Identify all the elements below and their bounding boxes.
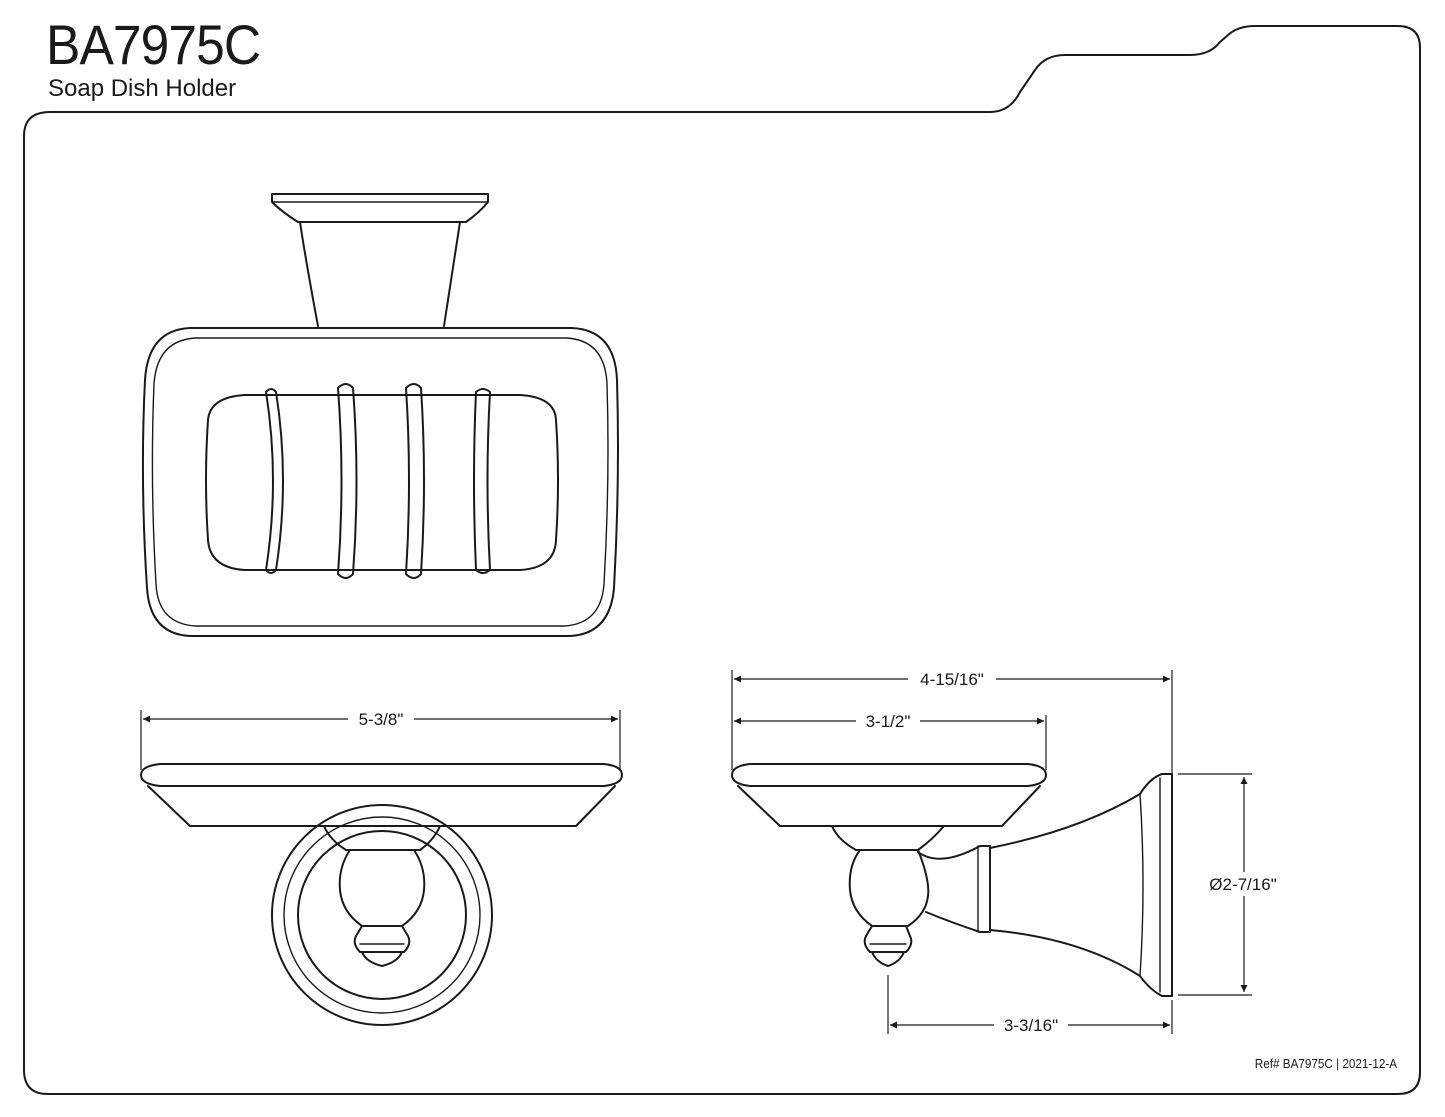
dim-side-dish-depth: 3-1/2"	[866, 712, 911, 731]
front-view: 5-3/8"	[140, 707, 623, 1026]
top-view	[141, 193, 619, 637]
dim-wall-to-stem: 3-3/16"	[1004, 1016, 1058, 1035]
product-name: Soap Dish Holder	[48, 75, 237, 102]
side-view: 4-15/16" 3-1/2"	[731, 667, 1286, 1037]
sheet-border	[23, 25, 1421, 1095]
dim-front-width: 5-3/8"	[359, 710, 404, 729]
reference-number: Ref# BA7975C | 2021-12-A	[1254, 1056, 1397, 1071]
dim-flange-diameter: Ø2-7/16"	[1209, 875, 1276, 894]
dim-side-total-depth: 4-15/16"	[920, 670, 984, 689]
model-number: BA7975C	[46, 13, 261, 76]
